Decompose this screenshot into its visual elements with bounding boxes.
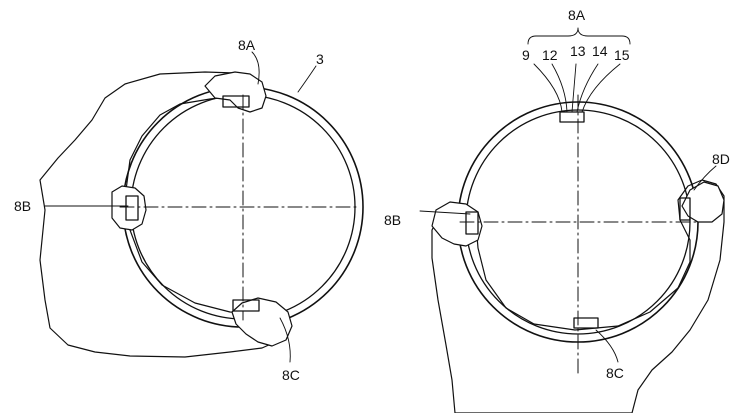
left-label-8b: 8B <box>14 198 31 214</box>
left-label-3: 3 <box>316 51 324 67</box>
right-part-15: 15 <box>614 47 630 63</box>
right-part-12: 12 <box>542 47 558 63</box>
right-sensor-top <box>559 111 585 123</box>
right-sensor-right <box>679 197 691 221</box>
right-part-9: 9 <box>522 47 530 63</box>
right-part-13: 13 <box>570 43 586 59</box>
right-fingertip-left <box>431 201 483 247</box>
left-leader-3 <box>297 65 317 93</box>
left-sensor-left <box>125 195 139 221</box>
right-leader-8c <box>595 329 619 363</box>
right-sensor-bottom <box>573 317 599 329</box>
right-leader-8d <box>693 165 717 191</box>
right-label-8d: 8D <box>712 151 730 167</box>
left-thumb-top <box>204 71 267 113</box>
right-wire-14 <box>576 63 599 113</box>
right-label-8b: 8B <box>384 212 401 228</box>
right-label-8a: 8A <box>568 7 586 23</box>
right-brace-8a <box>527 27 631 45</box>
right-wire-13 <box>571 63 577 113</box>
left-fingertip-left <box>111 185 147 231</box>
right-sensor-left <box>465 211 479 235</box>
right-label-8c: 8C <box>606 365 624 381</box>
right-wire-15 <box>581 63 621 113</box>
left-label-8a: 8A <box>238 37 256 53</box>
right-part-14: 14 <box>592 43 608 59</box>
right-wire-9 <box>533 63 563 113</box>
left-sensor-bottom <box>232 299 260 312</box>
left-figure: 8A 3 8B 8C <box>14 37 364 383</box>
left-label-8c: 8C <box>282 367 300 383</box>
left-sensor-top <box>222 95 250 108</box>
left-leader-8c <box>279 317 291 363</box>
right-figure: 8A 9 12 13 14 15 8B 8D 8C <box>384 7 730 413</box>
left-leader-8a <box>251 51 260 85</box>
right-leader-8b <box>419 210 471 215</box>
left-thumb-bottom <box>231 297 293 347</box>
right-wire-12 <box>551 63 568 113</box>
